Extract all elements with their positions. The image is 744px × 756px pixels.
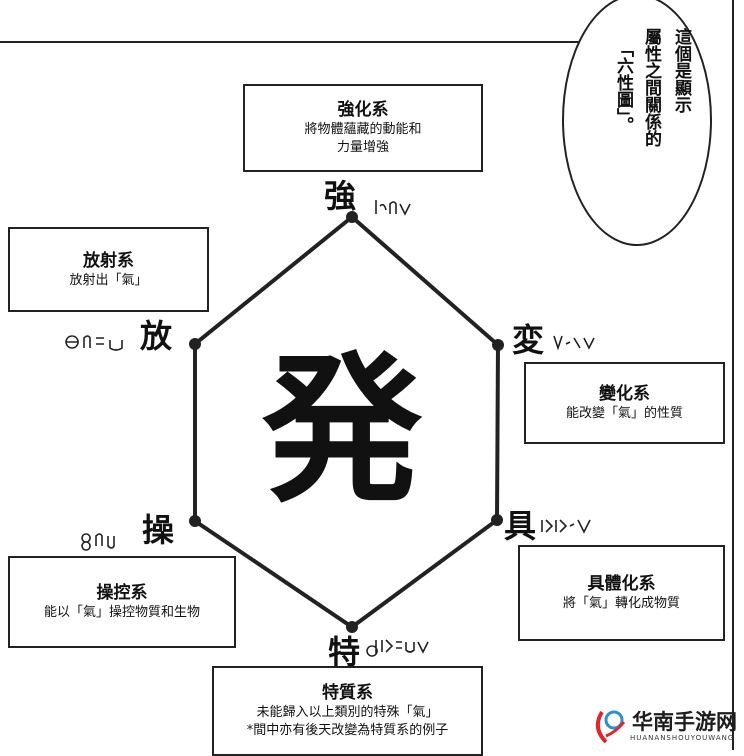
vertex-enhancement: 強 [324, 177, 357, 215]
watermark-name: 华南手游网 [632, 710, 737, 734]
hunter-script-icon [366, 639, 429, 657]
box-desc: 放射出「氣」 [69, 272, 148, 288]
vertex-dot [492, 339, 504, 351]
vertex-dot [189, 338, 201, 350]
bubble-line-3: 「六性圖」。 [613, 40, 633, 134]
box-title: 操控系 [96, 583, 148, 603]
bubble-line-2: 屬性之間關係的 [641, 28, 661, 147]
vertex-dot [346, 211, 358, 223]
box-title: 強化系 [337, 100, 389, 120]
box-desc: *間中亦有後天改變為特質系的例子 [246, 723, 449, 738]
center-hatsu-label: 発 [262, 336, 423, 524]
box-conjuration: 具體化系 將「氣」轉化成物質 [518, 545, 725, 641]
vertex-conjuration: 具 [504, 507, 537, 545]
vertex-transmutation: 変 [512, 321, 545, 359]
box-desc: 能改變「氣」的性質 [565, 406, 683, 421]
speech-bubble [562, 0, 712, 246]
box-desc: 力量增強 [336, 140, 389, 155]
hunter-script-icon [375, 200, 411, 216]
box-emission: 放射系 放射出「氣」 [8, 227, 209, 312]
box-desc: 將「氣」轉化成物質 [562, 596, 680, 611]
vertex-emission: 放 [140, 317, 173, 355]
hunter-script-icon [553, 335, 595, 351]
watermark-pinyin: HUANANSHOUYOUWANG [630, 734, 735, 742]
box-transmutation: 變化系 能改變「氣」的性質 [524, 362, 725, 444]
box-title: 特質系 [322, 683, 373, 703]
watermark-logo: 华南手游网 HUANANSHOUYOUWANG [592, 706, 738, 746]
box-desc: 能以「氣」操控物質和生物 [43, 605, 200, 620]
box-title: 變化系 [599, 384, 650, 404]
box-enhancement: 強化系 將物體蘊藏的動能和 力量增強 [243, 84, 483, 172]
hunter-script-icon [541, 519, 591, 534]
bubble-line-1: 這個是顯示 [671, 28, 691, 113]
box-desc: 將物體蘊藏的動能和 [304, 122, 422, 137]
vertex-specialization: 特 [328, 633, 361, 671]
box-title: 具體化系 [587, 574, 656, 594]
vertex-dot [491, 514, 503, 526]
box-specialization: 特質系 未能歸入以上類別的特殊「氣」 *間中亦有後天改變為特質系的例子 [212, 666, 483, 756]
hunter-script-icons [65, 200, 595, 657]
vertex-manipulation: 操 [142, 511, 175, 549]
hunter-script-icon [65, 335, 123, 351]
vertex-dot [189, 515, 201, 527]
hunter-script-icon [81, 533, 115, 551]
box-title: 放射系 [83, 250, 134, 271]
box-manipulation: 操控系 能以「氣」操控物質和生物 [8, 556, 236, 648]
vertex-dots [189, 211, 504, 633]
logo-icon [595, 710, 626, 744]
vertex-dot [346, 621, 358, 633]
box-desc: 未能歸入以上類別的特殊「氣」 [256, 705, 439, 720]
